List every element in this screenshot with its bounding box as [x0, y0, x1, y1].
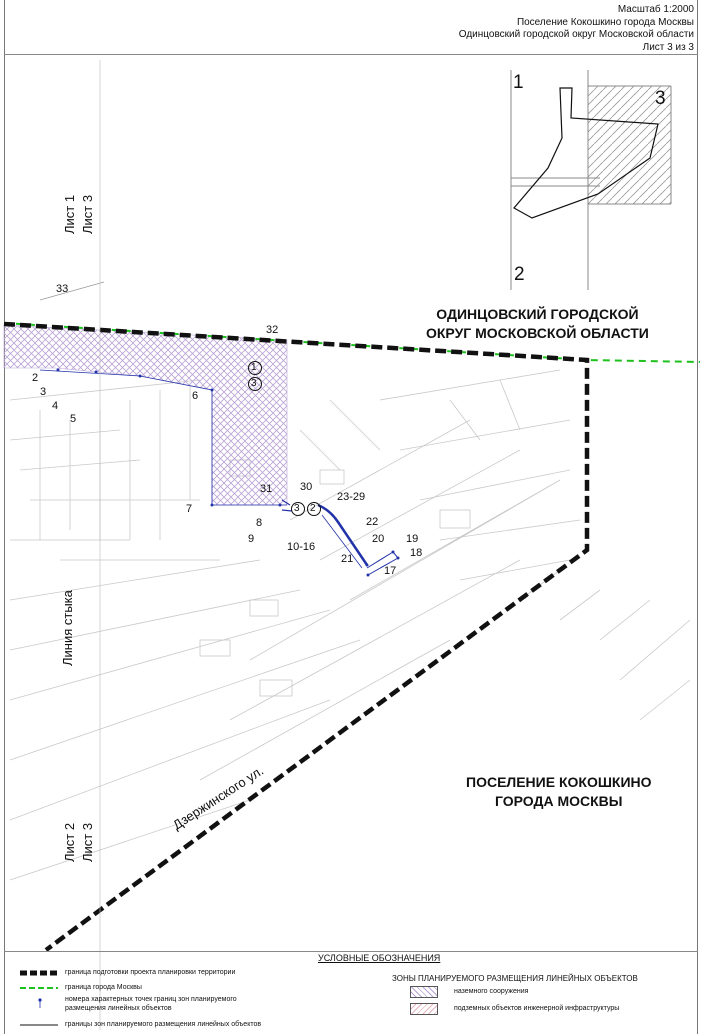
point-label-21: 21 — [341, 553, 354, 565]
legend-text-point-numbers-2: размещения линейных объектов — [65, 1005, 172, 1012]
settlement-label: Поселение Кокошкино города Москвы — [516, 16, 694, 28]
legend-text-zone-boundaries: границы зон планируемого размещения лине… — [65, 1021, 262, 1028]
zone-marker-1 — [248, 361, 262, 375]
point-label-3: 3 — [40, 386, 47, 398]
sheet-label-top-b: Лист 3 — [80, 194, 95, 234]
point-label-4: 4 — [52, 400, 59, 412]
boundary-vertices — [56, 368, 282, 507]
drawing-frame — [4, 0, 698, 1034]
sheet-label-bottom-b: Лист 3 — [80, 822, 95, 862]
legend-swatch-surface — [410, 986, 438, 998]
point-label-30: 30 — [300, 481, 313, 493]
legend-text-project-boundary: граница подготовки проекта планировки те… — [65, 969, 236, 976]
district-label: Одинцовский городской округ Московской о… — [458, 29, 694, 40]
legend-symbol-point-numbers — [38, 998, 42, 1008]
legend-swatch-underground — [410, 1003, 438, 1015]
zone-marker-2 — [307, 502, 321, 516]
point-label-31: 31 — [260, 483, 273, 495]
legend-symbol-zone-boundaries — [20, 1024, 58, 1026]
sheet-label-top-a: Лист 1 — [62, 194, 77, 234]
legend-zones-title: ЗОНЫ ПЛАНИРУЕМОГО РАЗМЕЩЕНИЯ ЛИНЕЙНЫХ ОБ… — [392, 974, 638, 983]
point-label-7: 7 — [186, 503, 193, 515]
kokoshkino-line-2: ГОРОДА МОСКВЫ — [495, 793, 623, 809]
legend-text-moscow-border: граница города Москвы — [65, 984, 142, 991]
point-label-23-29: 23-29 — [337, 491, 366, 503]
planned-zone-hatch — [3, 324, 288, 506]
point-label-8: 8 — [256, 517, 263, 529]
zone-marker-1-text: 1 — [251, 362, 257, 373]
key-map — [510, 70, 672, 290]
kokoshkino-line-1: ПОСЕЛЕНИЕ КОКОШКИНО — [466, 774, 652, 790]
odintsovo-zone-title: ОДИНЦОВСКИЙ ГОРОДСКОЙ ОКРУГ МОСКОВСКОЙ О… — [426, 305, 649, 343]
legend-title: УСЛОВНЫЕ ОБОЗНАЧЕНИЯ — [318, 953, 441, 963]
legend-zone-surface-text: наземного сооружения — [454, 988, 529, 995]
sheet-pointer-line — [39, 281, 105, 301]
point-label-19: 19 — [406, 533, 419, 545]
zone-marker-3b — [291, 502, 305, 516]
zone-marker-3b-text: 3 — [294, 503, 300, 514]
map-top-border — [4, 54, 698, 55]
project-boundary-line — [3, 321, 590, 952]
legend-symbol-moscow-border — [20, 987, 58, 989]
zone-markers — [248, 361, 321, 516]
joint-line-label: Линия стыка — [60, 590, 75, 666]
zone-marker-3-text: 3 — [251, 378, 257, 389]
point-label-6: 6 — [192, 390, 199, 402]
zone-marker-3 — [248, 377, 262, 391]
point-label-10-16: 10-16 — [287, 541, 316, 553]
odintsovo-line-2: ОКРУГ МОСКОВСКОЙ ОБЛАСТИ — [426, 325, 649, 341]
point-label-9: 9 — [248, 533, 255, 545]
point-label-33: 33 — [56, 283, 69, 295]
legend-zone-underground-text: подземных объектов инженерной инфраструк… — [454, 1005, 620, 1012]
point-label-20: 20 — [372, 533, 385, 545]
legend-text-point-numbers-1: номера характерных точек границ зон план… — [65, 996, 237, 1003]
linear-object-route — [281, 499, 399, 576]
kokoshkino-zone-title: ПОСЕЛЕНИЕ КОКОШКИНО ГОРОДА МОСКВЫ — [466, 773, 652, 811]
legend-top-border — [4, 951, 698, 952]
point-label-32: 32 — [266, 324, 279, 336]
legend-symbol-project-boundary — [20, 970, 58, 976]
key-map-label-3: 3 — [655, 88, 666, 109]
key-map-label-1: 1 — [513, 72, 524, 93]
point-label-17: 17 — [384, 565, 397, 577]
key-map-label-2: 2 — [514, 264, 525, 285]
point-label-5: 5 — [70, 413, 77, 425]
point-label-22: 22 — [366, 516, 379, 528]
odintsovo-line-1: ОДИНЦОВСКИЙ ГОРОДСКОЙ — [436, 306, 639, 322]
sheet-label-bottom-a: Лист 2 — [62, 822, 77, 862]
scale-label: Масштаб 1:2000 — [617, 4, 694, 15]
point-label-2: 2 — [32, 372, 39, 384]
point-label-18: 18 — [410, 547, 423, 559]
title-block: Масштаб 1:2000 Поселение Кокошкино город… — [459, 4, 694, 54]
zone-marker-2-text: 2 — [310, 503, 316, 514]
sheet-number: Лист 3 из 3 — [642, 41, 694, 53]
